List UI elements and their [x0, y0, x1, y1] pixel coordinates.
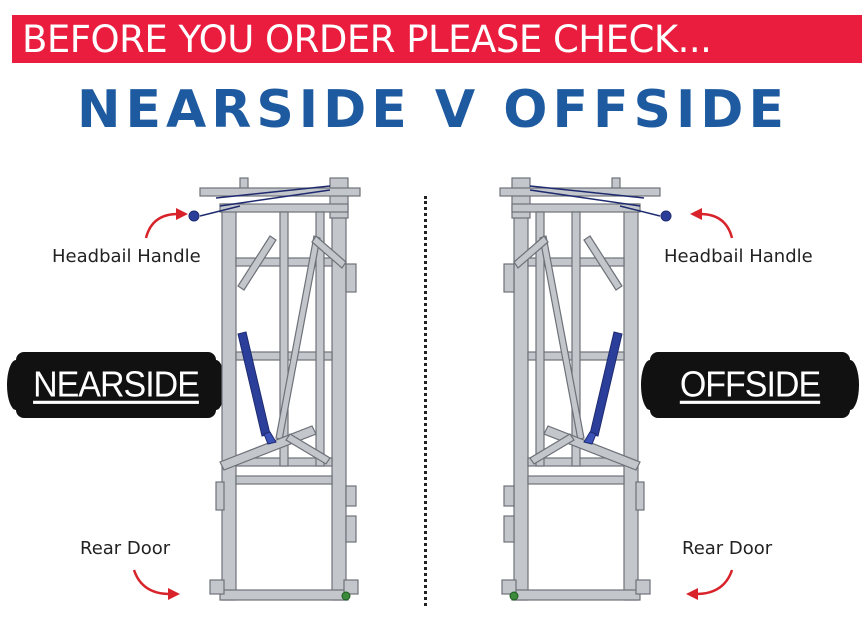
- left-rear-door-label: Rear Door: [80, 538, 171, 559]
- center-divider: [424, 196, 427, 606]
- offside-badge: OFFSIDE: [641, 352, 859, 418]
- offside-label: OFFSIDE: [679, 365, 821, 405]
- header-banner: BEFORE YOU ORDER PLEASE CHECK...: [12, 15, 862, 63]
- nearside-label: NEARSIDE: [33, 365, 200, 405]
- banner-text: BEFORE YOU ORDER PLEASE CHECK...: [22, 18, 712, 61]
- nearside-gate-diagram: [188, 177, 361, 601]
- offside-gate-diagram: [499, 177, 672, 601]
- right-headbail-label: Headbail Handle: [664, 246, 813, 267]
- left-rear-door-arrow-icon: [132, 569, 180, 600]
- right-rear-door-arrow-icon: [686, 569, 734, 600]
- left-headbail-arrow-icon: [144, 208, 188, 239]
- right-headbail-arrow-icon: [690, 208, 734, 239]
- right-rear-door-label: Rear Door: [682, 538, 773, 559]
- page-title: NEARSIDE V OFFSIDE: [77, 80, 789, 140]
- nearside-badge: NEARSIDE: [7, 352, 225, 418]
- left-headbail-label: Headbail Handle: [52, 246, 201, 267]
